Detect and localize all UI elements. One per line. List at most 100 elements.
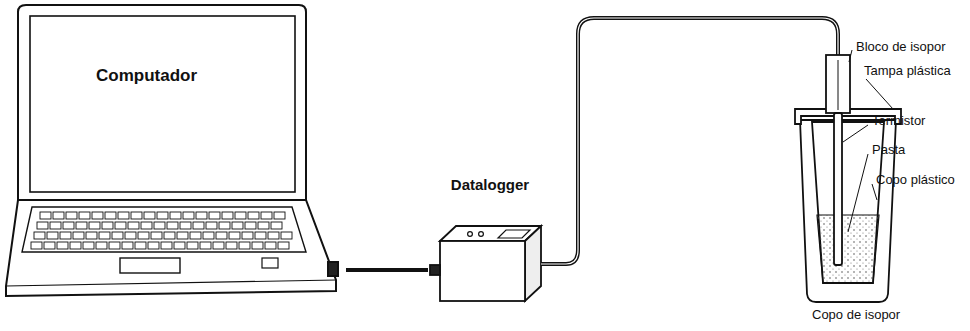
key [118, 212, 129, 219]
key [70, 242, 81, 249]
usb-port [328, 262, 338, 276]
key [37, 222, 48, 229]
probe-wire [838, 60, 839, 110]
part-label: Bloco de isopor [856, 40, 946, 55]
key [83, 242, 94, 249]
key [73, 232, 84, 239]
part-label: Pasta [872, 143, 905, 158]
key [235, 212, 246, 219]
key [96, 242, 107, 249]
key [167, 222, 178, 229]
part-label: Tampa plástica [864, 64, 951, 79]
key [261, 212, 272, 219]
laptop-lid [18, 5, 306, 200]
key [196, 212, 207, 219]
key [252, 242, 263, 249]
key [174, 242, 185, 249]
key [92, 212, 103, 219]
key [89, 222, 100, 229]
usb-cable [346, 268, 428, 272]
key [47, 232, 58, 239]
keyboard-area [22, 207, 306, 252]
key [183, 212, 194, 219]
key [226, 242, 237, 249]
key [122, 242, 133, 249]
key [239, 242, 250, 249]
key [232, 222, 243, 229]
key [63, 222, 74, 229]
box-side [525, 226, 541, 301]
key [281, 232, 292, 239]
key [216, 232, 227, 239]
key [31, 242, 42, 249]
styrofoam-block [826, 55, 850, 113]
key [170, 212, 181, 219]
datalogger: Datalogger [428, 176, 552, 304]
key [53, 212, 64, 219]
key [99, 232, 110, 239]
key [164, 232, 175, 239]
key [187, 242, 198, 249]
key [271, 222, 282, 229]
key [213, 242, 224, 249]
key [34, 232, 45, 239]
key [248, 212, 259, 219]
leader-line [866, 79, 893, 109]
box-top [440, 226, 541, 241]
key [200, 242, 211, 249]
key [40, 212, 51, 219]
display [498, 230, 530, 238]
key [151, 232, 162, 239]
key [278, 242, 289, 249]
power-button [262, 258, 278, 268]
key [255, 232, 266, 239]
leader-line [848, 154, 868, 232]
node-title: Datalogger [428, 176, 552, 193]
key [125, 232, 136, 239]
knob [479, 232, 484, 237]
leader-line [843, 125, 868, 142]
key [203, 232, 214, 239]
key [86, 232, 97, 239]
node-title: Computador [96, 66, 346, 86]
key [193, 222, 204, 229]
laptop-screen [30, 16, 295, 192]
paste [817, 215, 879, 283]
part-label: Copo de isopor [812, 308, 900, 323]
box-front [440, 241, 525, 301]
key [66, 212, 77, 219]
leader-line [849, 50, 852, 62]
base-edge [6, 280, 336, 286]
key [50, 222, 61, 229]
key [161, 242, 172, 249]
key [112, 232, 123, 239]
key [258, 222, 269, 229]
key [105, 212, 116, 219]
key [206, 222, 217, 229]
key [219, 222, 230, 229]
key [242, 232, 253, 239]
touchpad [120, 258, 180, 273]
key [229, 232, 240, 239]
key [76, 222, 87, 229]
laptop-drawing [6, 5, 338, 296]
key [190, 232, 201, 239]
key [138, 232, 149, 239]
key [102, 222, 113, 229]
key [57, 242, 68, 249]
key [268, 232, 279, 239]
key [60, 232, 71, 239]
datalogger-drawing [430, 226, 541, 301]
key [135, 242, 146, 249]
key [144, 212, 155, 219]
key [148, 242, 159, 249]
thermistor-probe [834, 113, 842, 265]
part-label: Termistor [872, 114, 925, 129]
key [79, 212, 90, 219]
key [44, 242, 55, 249]
key [245, 222, 256, 229]
key [115, 222, 126, 229]
input-port [430, 265, 440, 275]
laptop-base [6, 200, 336, 296]
